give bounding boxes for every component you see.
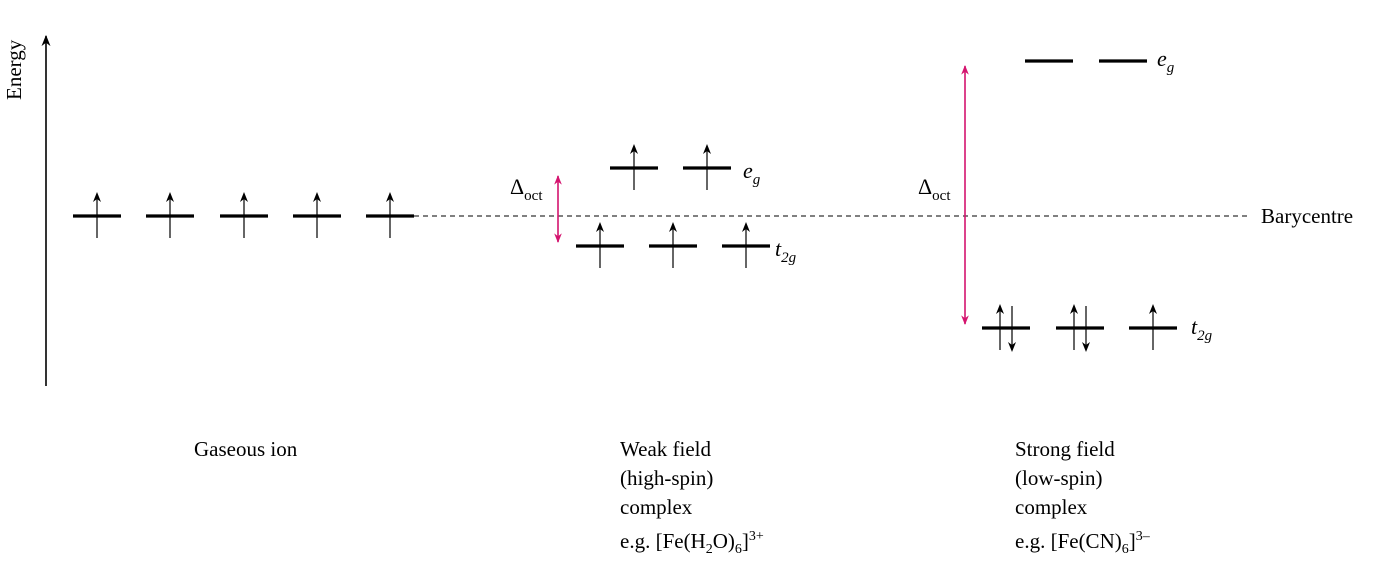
electron-up-arrow (1070, 304, 1078, 350)
example-strong: e.g. [Fe(CN)6]3– (1015, 529, 1150, 557)
electron-down-arrow (1082, 306, 1090, 352)
electron-up-arrow (630, 144, 638, 190)
electron-up-arrow (1149, 304, 1157, 350)
t2g-label-weak: t2g (775, 236, 797, 266)
t2g-label-strong: t2g (1191, 314, 1213, 344)
barycentre-label: Barycentre (1261, 204, 1354, 228)
example-weak: e.g. [Fe(H2O)6]3+ (620, 529, 764, 557)
electron-up-arrow (742, 222, 750, 268)
electron-up-arrow (240, 192, 248, 238)
electron-up-arrow (703, 144, 711, 190)
electron-up-arrow (386, 192, 394, 238)
electron-down-arrow (1008, 306, 1016, 352)
caption-weak-field: Weak field (high-spin) complex e.g. [Fe(… (620, 435, 764, 564)
caption-gaseous-ion: Gaseous ion (194, 437, 298, 461)
electron-up-arrow (596, 222, 604, 268)
energy-axis-label: Energy (2, 39, 26, 100)
orbital-levels (73, 59, 1177, 352)
delta-oct-label-weak: Δoct (510, 174, 543, 204)
electron-up-arrow (166, 192, 174, 238)
caption-strong-field: Strong field (low-spin) complex e.g. [Fe… (1015, 435, 1150, 564)
eg-label-strong: eg (1157, 46, 1175, 76)
electron-up-arrow (313, 192, 321, 238)
eg-label-weak: eg (743, 158, 761, 188)
electron-up-arrow (93, 192, 101, 238)
delta-oct-label-strong: Δoct (918, 174, 951, 204)
electron-up-arrow (669, 222, 677, 268)
electron-up-arrow (996, 304, 1004, 350)
